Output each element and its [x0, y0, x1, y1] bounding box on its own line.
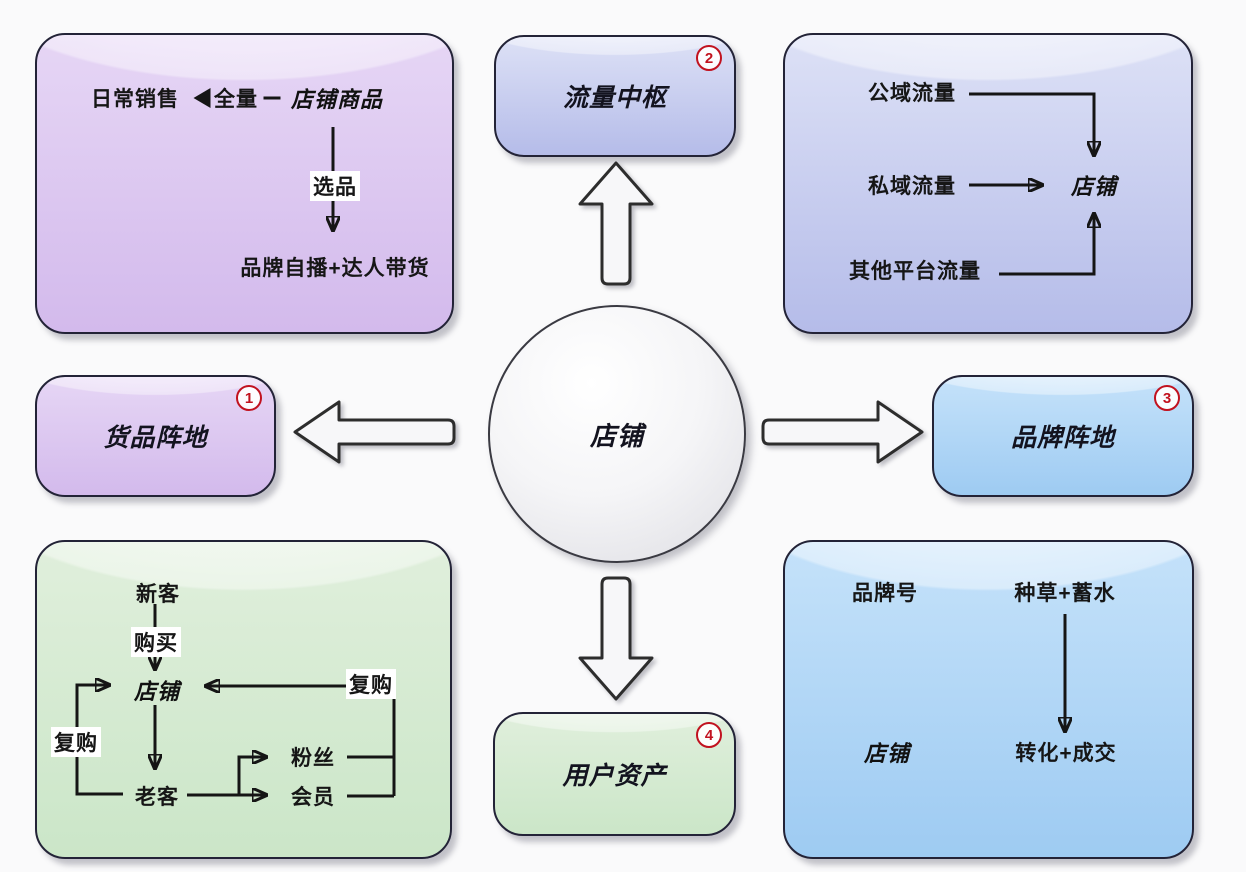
block-arrow-left-icon: [293, 400, 456, 464]
badge-4: 4: [696, 722, 722, 748]
goods-base-title: 货品阵地: [103, 424, 208, 452]
repurchase-right-label: 复购: [346, 669, 396, 699]
conversion-flow-lines: [785, 614, 1192, 857]
full-volume-label: 全量: [214, 88, 258, 111]
user-assets-title: 用户资产: [562, 762, 667, 790]
other-traffic-label: 其他平台流量: [849, 260, 981, 283]
goods-base-box: 1 货品阵地: [35, 375, 276, 497]
traffic-flow-lines: [969, 92, 1191, 276]
arrow-old-to-fans: [187, 757, 267, 797]
brand-base-box: 3 品牌阵地: [932, 375, 1194, 497]
traffic-hub-title: 流量中枢: [562, 84, 667, 112]
badge-1: 1: [236, 385, 262, 411]
traffic-sources-box: 公域流量 私域流量 其他平台流量 店铺: [783, 33, 1193, 334]
conversion-label: 转化+成交: [1015, 742, 1117, 765]
arrow-repurchase-right-to-store: [205, 686, 396, 796]
store-center-node: 店铺: [488, 305, 746, 563]
block-arrow-up-icon: [578, 161, 654, 286]
private-traffic-label: 私域流量: [868, 175, 956, 198]
selection-flow-lines: [37, 127, 452, 332]
store-products-label: 店铺商品: [290, 87, 384, 112]
traffic-hub-box: 2 流量中枢: [494, 35, 736, 157]
arrowhead-left-icon: [193, 88, 211, 108]
traffic-store-label: 店铺: [1070, 174, 1118, 199]
customer-flow-lines: [75, 604, 396, 857]
customer-loop-box: 新客 购买 店铺 复购 老客 粉丝 会员 复购: [35, 540, 452, 859]
connector-dash: [263, 96, 281, 100]
new-customer-label: 新客: [136, 583, 180, 606]
brand-conversion-box: 品牌号 种草+蓄水 店铺 转化+成交: [783, 540, 1194, 859]
selection-label: 选品: [310, 171, 360, 201]
brandzone-store-label: 店铺: [863, 741, 911, 766]
purchase-label: 购买: [131, 627, 181, 657]
broadcast-result-label: 品牌自播+达人带货: [240, 257, 430, 280]
repurchase-left-label: 复购: [51, 727, 101, 757]
badge-3: 3: [1154, 385, 1180, 411]
arrow-other-to-store: [999, 213, 1094, 276]
arrow-public-to-store: [969, 92, 1094, 156]
member-label: 会员: [291, 786, 335, 809]
badge-2: 2: [696, 45, 722, 71]
seeding-label: 种草+蓄水: [1014, 582, 1116, 605]
block-arrow-down-icon: [578, 576, 654, 701]
old-customer-label: 老客: [135, 786, 179, 809]
brand-base-title: 品牌阵地: [1010, 424, 1115, 452]
store-center-label: 店铺: [589, 420, 644, 451]
loop-store-label: 店铺: [133, 679, 181, 704]
public-traffic-label: 公域流量: [868, 82, 956, 105]
product-sales-box: 日常销售 全量 店铺商品 选品 品牌自播+达人带货: [35, 33, 454, 334]
daily-sales-label: 日常销售: [91, 88, 179, 111]
block-arrow-right-icon: [761, 400, 924, 464]
fans-label: 粉丝: [291, 747, 335, 770]
brand-account-label: 品牌号: [852, 582, 918, 605]
user-assets-box: 4 用户资产: [493, 712, 736, 836]
